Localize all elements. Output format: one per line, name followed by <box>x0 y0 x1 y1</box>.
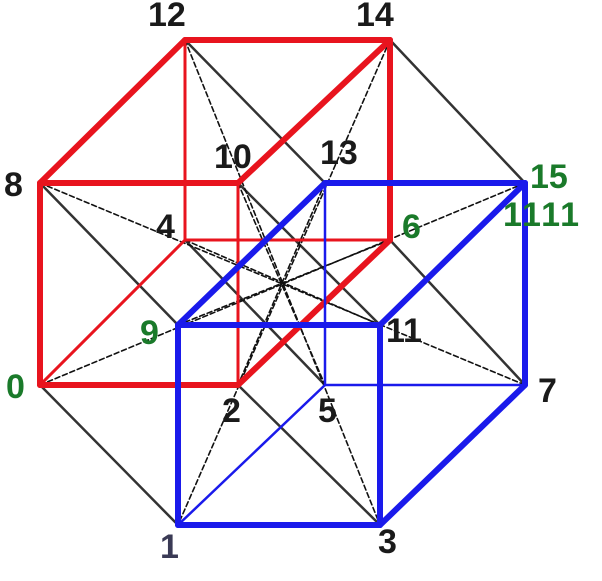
connecting-edge-2-3 <box>236 383 382 527</box>
connecting-edge-4-5 <box>183 238 327 387</box>
diagonal-edge-6-9 <box>177 239 391 326</box>
vertex-label-8: 8 <box>4 166 23 204</box>
red-cube-edge-2-6 <box>235 237 393 388</box>
vertex-label-13: 13 <box>320 134 358 172</box>
diagonal-edge-8-7 <box>39 182 526 386</box>
red-cube-edge-0-4 <box>38 238 187 387</box>
binary-label: 1111 <box>503 196 582 234</box>
diagonal-edge-10-5 <box>237 182 326 386</box>
vertex-label-6: 6 <box>402 208 421 246</box>
connecting-edge-0-1 <box>38 383 180 527</box>
vertex-label-9: 9 <box>140 314 159 352</box>
connecting-edge-10-11 <box>236 181 382 327</box>
diagonal-edge-15-0 <box>39 182 526 386</box>
red-cube-edge-10-14 <box>235 37 393 186</box>
connecting-edge-14-15 <box>388 38 527 185</box>
connecting-edge-6-7 <box>388 238 527 387</box>
vertex-label-10: 10 <box>214 138 252 176</box>
vertex-label-12: 12 <box>148 0 186 34</box>
blue-cube-edge-1-5 <box>176 383 327 527</box>
connecting-edge-8-9 <box>38 181 180 327</box>
vertex-label-2: 2 <box>222 392 241 430</box>
vertex-label-7: 7 <box>538 372 557 410</box>
vertex-label-14: 14 <box>356 0 394 34</box>
blue-cube-edge-3-7 <box>377 382 528 528</box>
red-cube-edge-12-8 <box>37 37 188 186</box>
vertex-label-15: 15 <box>530 158 568 196</box>
blue-cube-edge-9-13 <box>175 180 328 328</box>
diagonal-edge-13-2 <box>237 182 326 386</box>
connecting-edge-12-13 <box>183 38 327 185</box>
vertex-label-11: 11 <box>386 312 422 350</box>
vertex-label-5: 5 <box>318 392 337 430</box>
vertex-label-1: 1 <box>160 528 179 566</box>
vertex-label-0: 0 <box>6 368 25 406</box>
blue-cube-edge-11-15 <box>377 180 528 328</box>
vertex-label-4: 4 <box>156 208 175 246</box>
vertex-label-3: 3 <box>378 523 397 561</box>
